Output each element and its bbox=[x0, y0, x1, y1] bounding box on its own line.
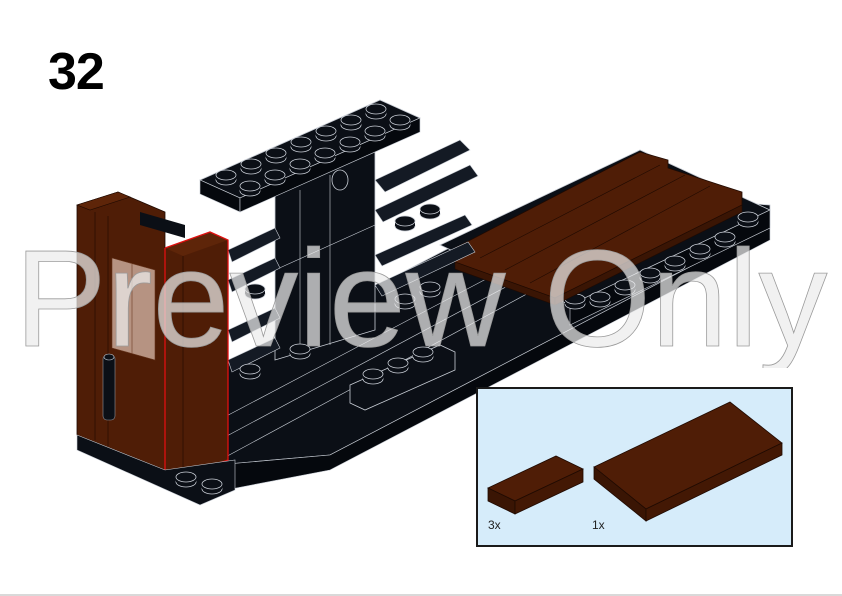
part-count-tile-2x4: 1x bbox=[592, 518, 605, 532]
top-plate bbox=[199, 99, 421, 213]
brown-tiles bbox=[454, 151, 743, 306]
step-number: 32 bbox=[48, 43, 105, 101]
parts-illustration bbox=[487, 401, 783, 522]
parts-callout: 3x 1x bbox=[476, 387, 793, 547]
lower-plate bbox=[349, 344, 456, 411]
part-tile-1x2 bbox=[487, 455, 584, 515]
page-bottom-rule bbox=[0, 594, 842, 596]
part-tile-2x4 bbox=[593, 401, 783, 522]
part-count-tile-1x2: 3x bbox=[488, 518, 501, 532]
door-assembly bbox=[76, 191, 236, 506]
bar-clips bbox=[227, 139, 479, 380]
